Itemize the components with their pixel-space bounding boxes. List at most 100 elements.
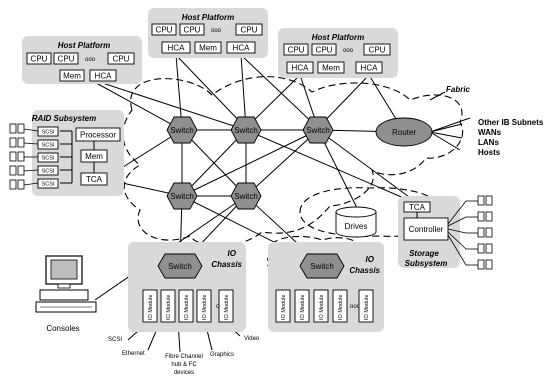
io-chassis-right: Switch IO Chassis IO Module IO Module IO… [268, 242, 384, 332]
disk-icons [9, 123, 39, 190]
hca-box [161, 41, 191, 54]
hca-box [89, 69, 117, 82]
raid-subsystem-title: RAID Subsystem [32, 114, 96, 123]
switch-label: Switch [170, 192, 194, 201]
graphics-output-label: Graphics [210, 352, 234, 358]
scsi-box [37, 165, 59, 176]
scsi-label: SCSI [42, 182, 55, 188]
router-target-label: LANs [478, 138, 499, 147]
scsi-stack: SCSI SCSI SCSI SCSI SCSI [37, 126, 59, 189]
io-module-label: IO Module [319, 295, 325, 320]
cpu-box [151, 23, 177, 36]
io-switch [299, 253, 345, 279]
fibre-channel-label: hub & FC [171, 362, 197, 368]
scsi-label: SCSI [42, 156, 55, 162]
hca-label: HCA [361, 64, 379, 73]
scsi-box [37, 139, 59, 150]
hca-box [226, 41, 256, 54]
host-platform-top: Host Platform CPU CPU ooo CPU HCA Mem HC… [148, 8, 268, 58]
cpu-box [311, 43, 337, 56]
io-module: IO Module [142, 289, 158, 323]
host-platform-right-title: Host Platform [312, 33, 364, 42]
storage-tca-label: TCA [409, 203, 426, 212]
io-module-label: IO Module [300, 295, 306, 320]
io-module: IO Module [358, 289, 374, 323]
io-chassis-left-panel [128, 242, 246, 332]
cpu-label: CPU [316, 46, 333, 55]
hca-box [286, 61, 314, 74]
storage-title: Subsystem [405, 259, 448, 268]
storage-subsystem: TCA Controller Storage Subsystem [398, 195, 493, 270]
io-chassis-title: IO [228, 249, 237, 258]
switch-node: Switch [302, 116, 334, 144]
switch-label: Switch [306, 126, 330, 135]
cpu-label: CPU [31, 55, 48, 64]
switch-node: Switch [166, 182, 198, 210]
hca-box [355, 61, 383, 74]
fabric-boundary [122, 76, 464, 247]
console-icon [35, 255, 97, 313]
cpu-box [107, 52, 135, 65]
io-module: IO Module [275, 289, 291, 323]
cpu-label: CPU [241, 26, 258, 35]
cpu-label: CPU [184, 26, 201, 35]
host-platform-left-title: Host Platform [58, 41, 110, 50]
scsi-label: SCSI [42, 143, 55, 149]
io-module: IO Module [313, 289, 329, 323]
cpu-label: CPU [369, 46, 386, 55]
ethernet-output-label: Ethernet [122, 351, 145, 357]
cpu-label: CPU [288, 46, 305, 55]
io-module-label: IO Module [364, 295, 370, 320]
router-node: Router [375, 117, 433, 147]
cpu-box [283, 43, 309, 56]
processor-box [75, 127, 121, 142]
fabric-pointer [429, 91, 446, 101]
mem-label: Mem [199, 44, 217, 53]
fibre-channel-label: Fibre Channel [165, 354, 203, 360]
io-switch [157, 253, 203, 279]
io-chassis-title: Chassis [349, 266, 380, 275]
cpu-label: CPU [58, 55, 75, 64]
io-module: IO Module [294, 289, 310, 323]
cpu-box [235, 23, 263, 36]
drives-label: Drives [345, 222, 368, 231]
io-module-label: IO Module [338, 295, 344, 320]
router-target-label: WANs [478, 128, 502, 137]
mem-box [59, 69, 85, 82]
hca-label: HCA [292, 64, 310, 73]
fibre-channel-label: devices [174, 370, 194, 376]
scsi-box [37, 126, 59, 137]
cpu-box [53, 52, 79, 65]
hca-label: HCA [95, 72, 113, 81]
io-module: IO Module [218, 289, 234, 323]
io-chassis-title: IO [366, 255, 375, 264]
disk-icons [447, 195, 493, 270]
io-module-label: IO Module [184, 295, 190, 320]
host-platform-left: Host Platform CPU CPU ooo CPU Mem HCA [22, 36, 142, 84]
scsi-box [37, 152, 59, 163]
mem-box [317, 61, 345, 74]
switch-label: Switch [234, 192, 258, 201]
io-module-label: IO Module [148, 295, 154, 320]
host-platform-right: Host Platform CPU CPU ooo CPU HCA Mem HC… [278, 28, 398, 78]
switch-node: Switch [230, 182, 262, 210]
scsi-box [37, 178, 59, 189]
io-module-label: IO Module [166, 295, 172, 320]
io-chassis-title: Chassis [211, 260, 242, 269]
ellipsis-dots: ooo [343, 48, 354, 54]
storage-title: Storage [409, 249, 439, 258]
processor-label: Processor [80, 131, 116, 140]
cpu-box [363, 43, 391, 56]
io-module: IO Module [178, 289, 194, 323]
cpu-label: CPU [156, 26, 173, 35]
cpu-box [26, 52, 52, 65]
router-target-label: Hosts [478, 148, 501, 157]
scsi-label: SCSI [42, 130, 55, 136]
cpu-box [179, 23, 205, 36]
ellipsis-dots: ooo [350, 304, 361, 310]
io-chassis-left: Switch IO Chassis IO Module IO Module IO… [128, 242, 246, 332]
io-module: IO Module [160, 289, 176, 323]
mem-label: Mem [63, 72, 81, 81]
hca-label: HCA [233, 44, 251, 53]
